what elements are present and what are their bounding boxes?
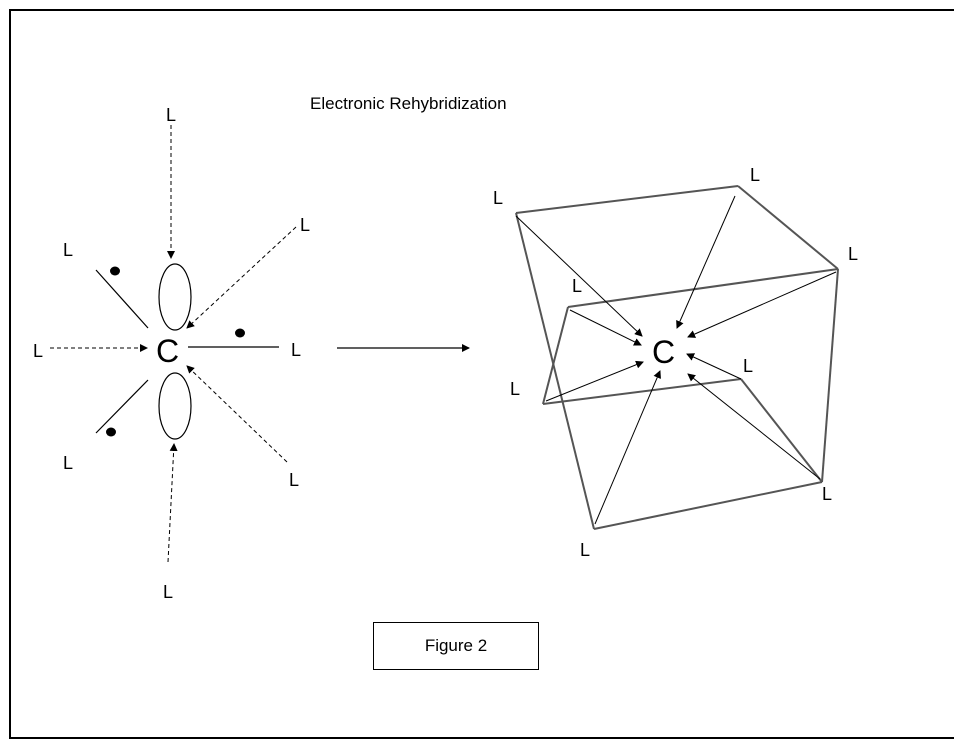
bond-arrow — [569, 309, 642, 346]
ligand-label: L — [291, 340, 301, 360]
bond-arrow — [687, 271, 837, 338]
electron-dot — [106, 427, 116, 437]
electron-dot — [235, 328, 245, 338]
rehybridization-diagram: Electronic Rehybridization C L L L L L L… — [33, 94, 858, 602]
right-structure: C L L L L L L L L — [493, 165, 858, 560]
figure-caption: Figure 2 — [373, 622, 539, 670]
center-atom-right: C — [652, 334, 675, 370]
bond-arrow — [687, 373, 821, 480]
bond-arrow — [515, 215, 643, 337]
diagram-title: Electronic Rehybridization — [310, 94, 507, 113]
ligand-label: L — [289, 470, 299, 490]
bond-arrow — [545, 360, 644, 402]
orbital-lobe-bottom — [158, 372, 192, 440]
solid-bond — [95, 269, 149, 329]
ligand-label: L — [822, 484, 832, 504]
dashed-approach-arrow — [167, 443, 178, 563]
electron-dot — [110, 266, 120, 276]
ligand-label: L — [300, 215, 310, 235]
ligand-label: L — [33, 341, 43, 361]
figure-caption-text: Figure 2 — [424, 636, 488, 655]
bond-arrow — [676, 195, 736, 329]
orbital-lobe-top — [158, 263, 192, 331]
ligand-label: L — [750, 165, 760, 185]
ligand-label: L — [572, 276, 582, 296]
ligand-label: L — [510, 379, 520, 399]
ligand-label: L — [848, 244, 858, 264]
dashed-approach-arrow — [186, 226, 297, 329]
bond-arrow — [594, 370, 661, 525]
bond-arrow — [686, 353, 742, 380]
ligand-label: L — [580, 540, 590, 560]
ligand-label: L — [163, 582, 173, 602]
cube-wireframe — [515, 185, 839, 530]
left-structure: C L L L L L L L L — [33, 105, 310, 602]
dashed-approach-arrow — [186, 365, 288, 463]
figure-frame — [9, 9, 954, 739]
ligand-label: L — [63, 240, 73, 260]
ligand-label: L — [493, 188, 503, 208]
center-atom-left: C — [156, 333, 179, 369]
ligand-label: L — [743, 356, 753, 376]
ligand-label: L — [166, 105, 176, 125]
ligand-label: L — [63, 453, 73, 473]
solid-bond — [95, 379, 149, 434]
